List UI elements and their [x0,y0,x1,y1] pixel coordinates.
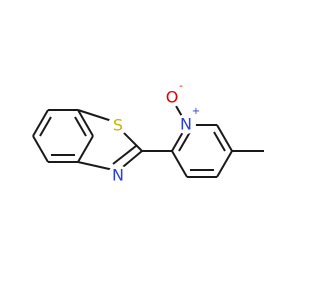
bond-benzene-6 [32,135,49,163]
thiazole-nitrogen-label: N [112,166,124,185]
bond-pyr-c6-c5 [216,124,233,152]
bond-benzene-inner-1 [39,116,52,137]
bond-benzene-1 [32,109,49,137]
bond-benzene-4 [77,135,94,163]
atom-labels: S N N + O - [108,81,200,185]
pyridine-nitrogen-label: N [180,115,192,134]
bond-benzene-3 [77,109,94,137]
oxygen-label: O [166,88,179,107]
bond-c7a-s [77,109,113,122]
oxygen-charge: - [179,81,183,92]
pyridine-nitrogen-charge: + [192,106,200,117]
bond-pyr-c5-c4 [216,150,233,178]
bond-pyr-inner-1 [178,131,191,152]
molecule-structure: S N N + O - [32,81,264,185]
sulfur-atom: S [108,115,128,135]
thiazole-nitrogen-atom: N [108,165,128,185]
bond-c2-n-double-inner [112,145,137,165]
sulfur-label: S [113,116,123,135]
bond-pyr-c3-c2 [171,150,188,178]
bond-benzene-inner-2 [74,116,87,137]
pyridine-nitrogen-atom: N + [176,106,200,134]
oxygen-atom: O - [162,81,183,107]
bond-pyr-inner-2 [213,131,226,152]
bonds [32,98,264,178]
